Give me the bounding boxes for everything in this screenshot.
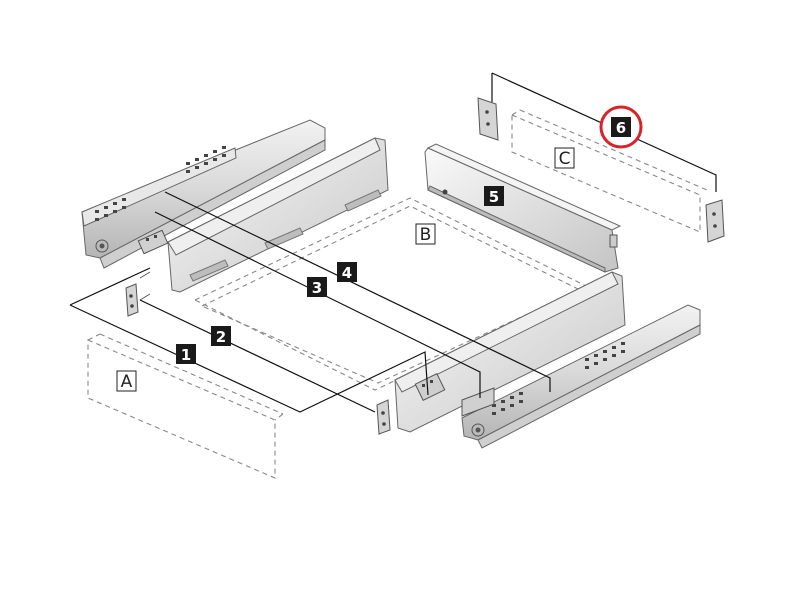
callout-1: 1 xyxy=(176,344,196,364)
label-box-b: B xyxy=(415,223,436,245)
cover-cap xyxy=(461,387,495,417)
callout-2-label: 2 xyxy=(216,328,226,346)
callout-3-label: 3 xyxy=(312,279,322,297)
back-fitting-right xyxy=(705,199,725,243)
front-fitting-right xyxy=(376,399,391,435)
callout-5: 5 xyxy=(484,186,504,206)
label-b-text: B xyxy=(420,225,432,245)
right-runner-holes xyxy=(492,342,625,415)
back-drawer-side-5 xyxy=(424,143,622,273)
left-runner-holes xyxy=(95,146,226,221)
callout-3: 3 xyxy=(307,277,327,297)
callout-4-label: 4 xyxy=(342,264,352,282)
label-box-c: C xyxy=(554,147,575,169)
front-fitting-left xyxy=(125,271,151,317)
callout-4: 4 xyxy=(337,262,357,282)
callout-6-label: 6 xyxy=(616,119,626,137)
label-box-a: A xyxy=(116,370,137,392)
right-runner-rail xyxy=(461,304,701,449)
back-panel-outline-c xyxy=(511,109,708,233)
callout-5-label: 5 xyxy=(489,188,499,206)
callout-2: 2 xyxy=(211,326,231,346)
left-drawer-side xyxy=(137,137,389,293)
label-c-text: C xyxy=(559,149,571,169)
label-a-text: A xyxy=(121,372,133,392)
callout-1-label: 1 xyxy=(181,346,191,364)
bottom-panel-outline-b xyxy=(193,197,592,391)
callout-6: 6 xyxy=(599,105,643,149)
front-panel-outline-a xyxy=(87,333,284,479)
right-drawer-side xyxy=(394,271,626,433)
back-fitting-left xyxy=(477,97,499,141)
